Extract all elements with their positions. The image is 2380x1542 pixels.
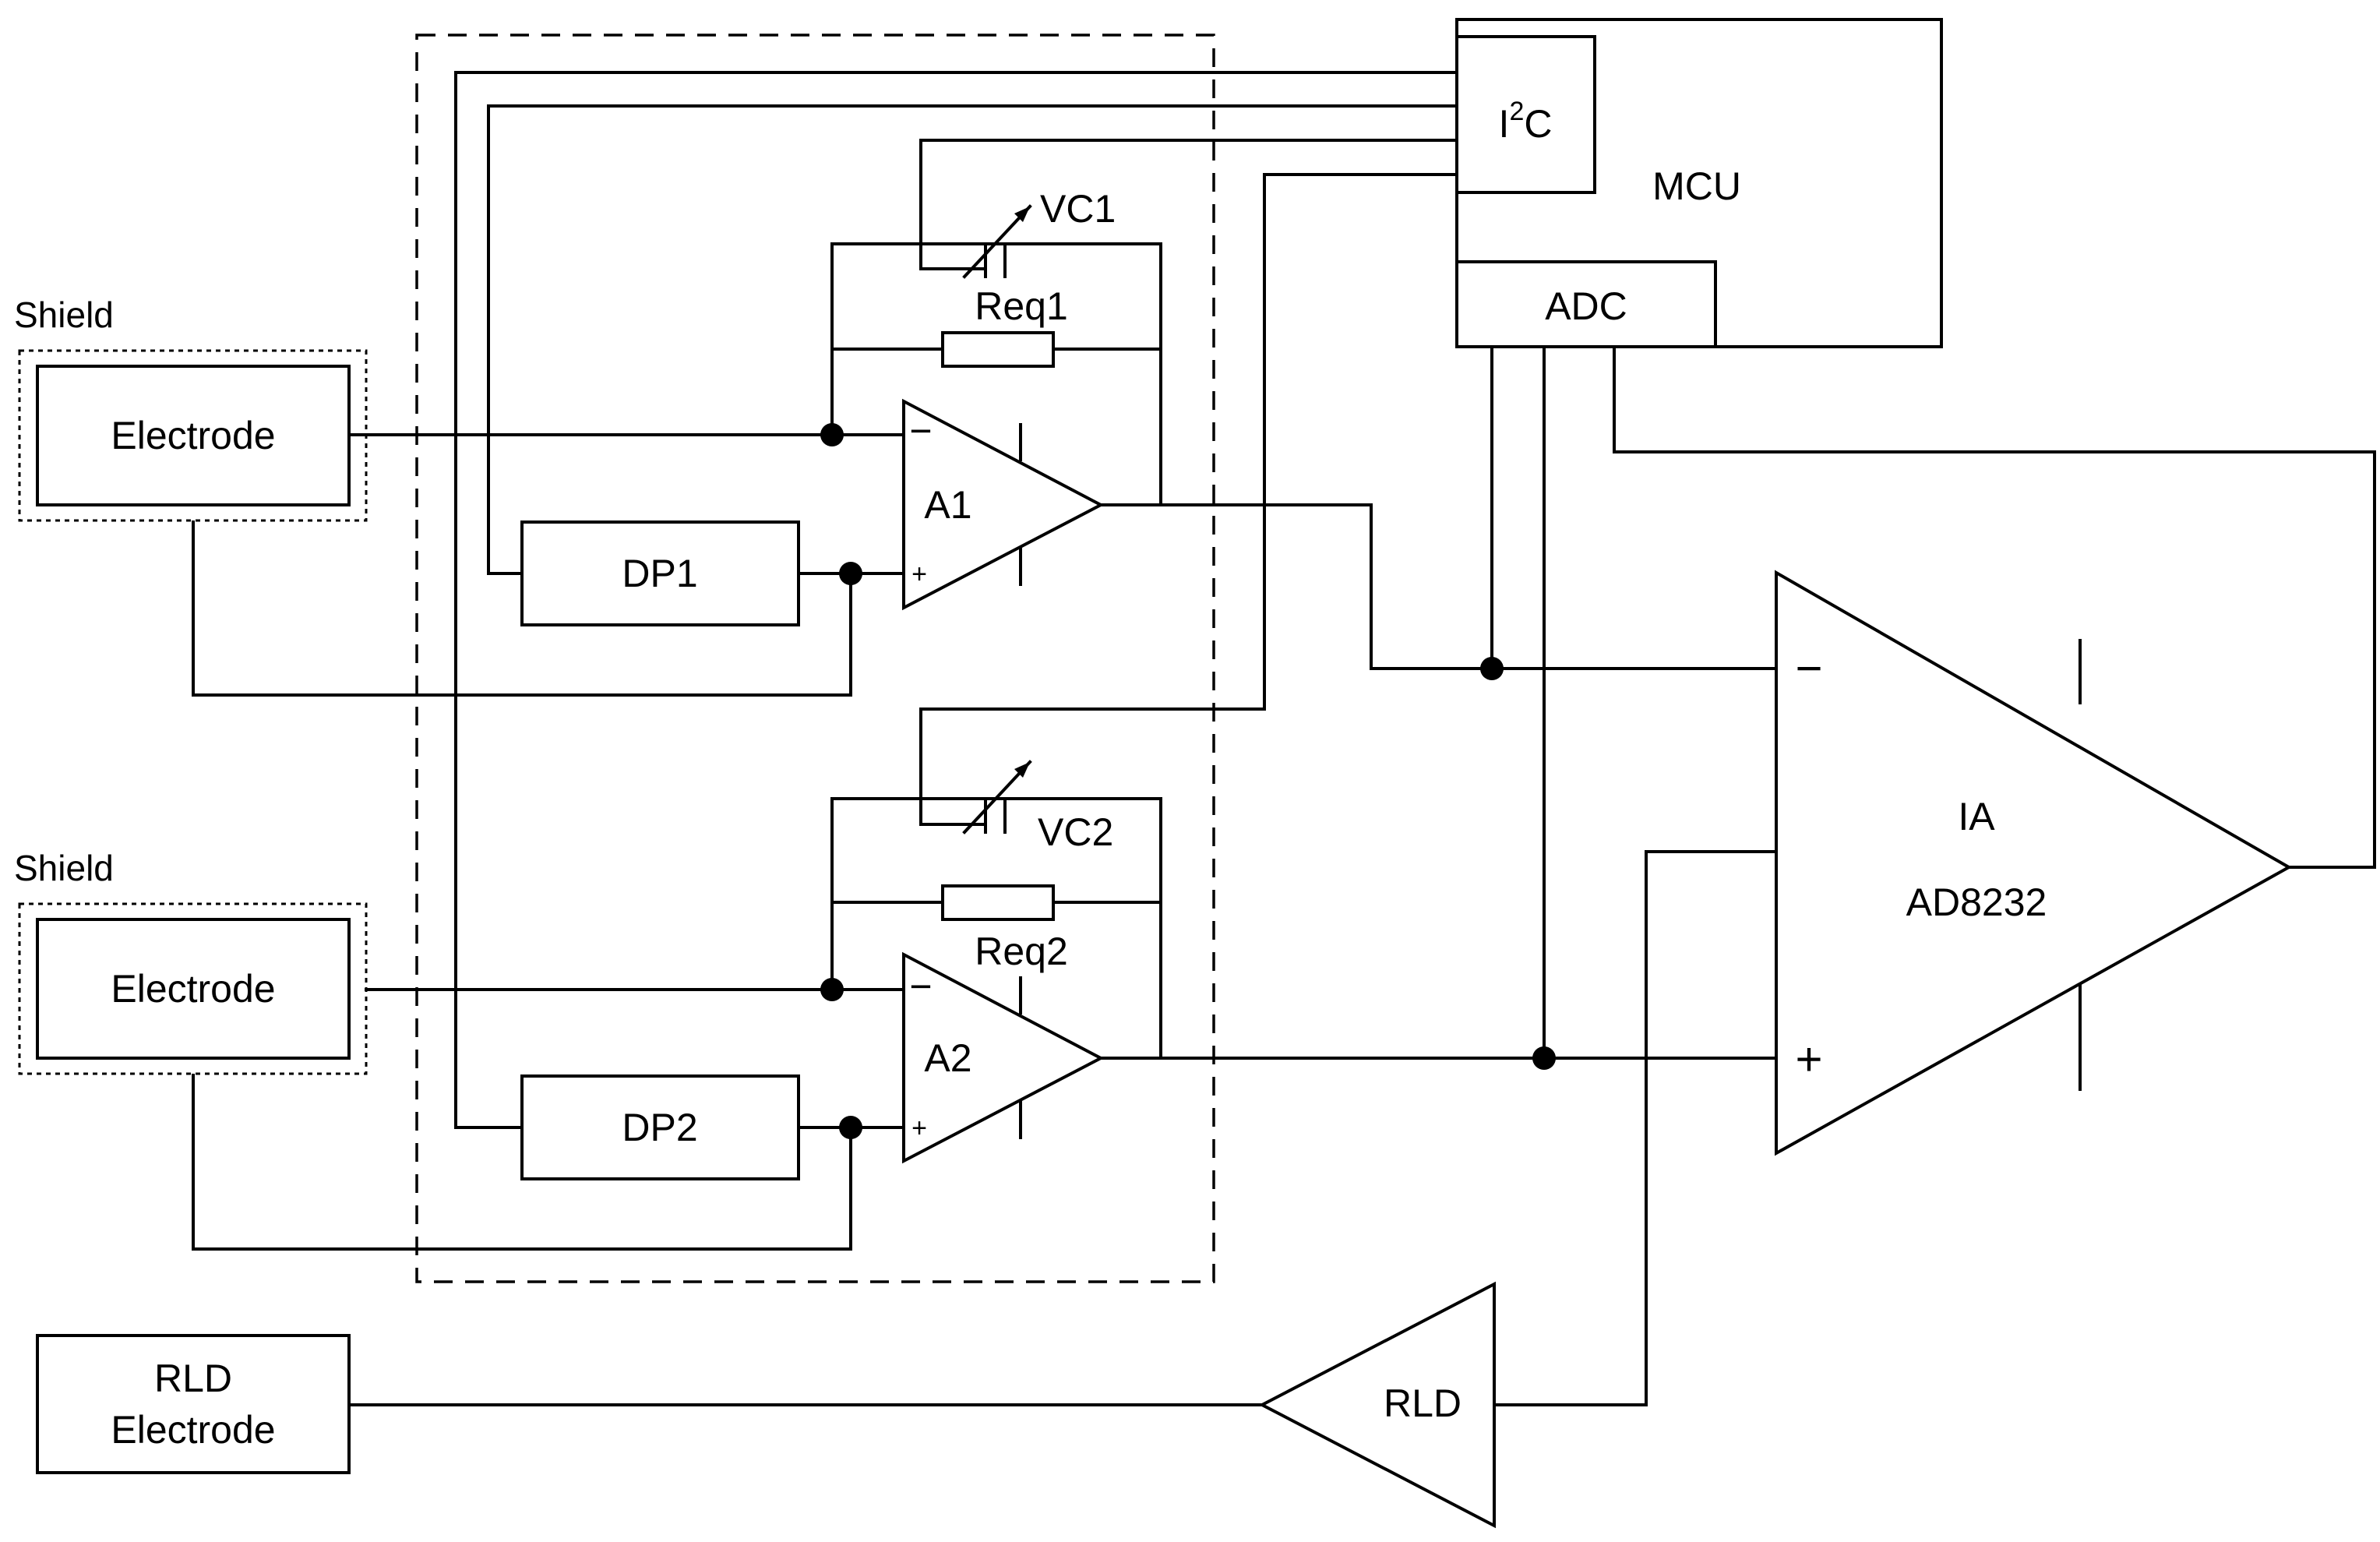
a2-minus-sign: − bbox=[909, 965, 932, 1008]
junctions bbox=[820, 423, 1556, 1139]
shield-2-label: Shield bbox=[14, 848, 114, 888]
ia-minus-sign: − bbox=[1795, 642, 1822, 694]
vc1-label: VC1 bbox=[1040, 187, 1116, 231]
resistor-req1 bbox=[941, 331, 1055, 368]
wire-i2c-vc1 bbox=[919, 139, 1458, 270]
wire-shield1-return bbox=[192, 520, 852, 697]
shield-1-label: Shield bbox=[14, 295, 114, 335]
rld-electrode-label-line2: Electrode bbox=[111, 1408, 275, 1452]
req2-label: Req2 bbox=[975, 930, 1068, 973]
labels: Shield Electrode Shield Electrode RLD El… bbox=[14, 97, 2047, 1452]
junction-dot bbox=[820, 978, 844, 1001]
opamp-a2 bbox=[902, 951, 1105, 1164]
wire-ia-ref-rld bbox=[1493, 850, 1778, 1406]
electrode-1-label: Electrode bbox=[111, 414, 275, 457]
a1-label: A1 bbox=[924, 483, 971, 527]
dp1-box bbox=[520, 520, 800, 626]
junction-dot bbox=[1480, 657, 1504, 680]
junction-dot bbox=[839, 1116, 862, 1139]
front-end-dashed-frame bbox=[415, 34, 1215, 1283]
ia-part-label: AD8232 bbox=[1906, 880, 2047, 924]
variable-capacitor-vc2 bbox=[957, 760, 1032, 835]
junction-dot bbox=[1532, 1046, 1556, 1070]
ia-plus-sign: + bbox=[1795, 1033, 1822, 1085]
a1-minus-sign: − bbox=[909, 409, 932, 453]
mcu-label: MCU bbox=[1652, 164, 1741, 208]
wire-a1-out bbox=[1099, 503, 1778, 670]
wire-i2c-vc2 bbox=[919, 173, 1458, 826]
electrode-1-box bbox=[36, 365, 351, 506]
a1-plus-sign: + bbox=[911, 559, 927, 589]
rld-amp-label: RLD bbox=[1384, 1381, 1461, 1425]
rld-electrode-box bbox=[36, 1334, 351, 1474]
variable-capacitor-vc1 bbox=[957, 204, 1032, 279]
a2-label: A2 bbox=[924, 1036, 971, 1080]
adc-label: ADC bbox=[1545, 284, 1627, 328]
dp2-box bbox=[520, 1074, 800, 1180]
rld-amplifier bbox=[1258, 1281, 1496, 1529]
opamp-a1 bbox=[902, 398, 1105, 611]
resistor-req2 bbox=[941, 884, 1055, 921]
i2c-label: I2C bbox=[1499, 97, 1553, 146]
wire-shield2-return bbox=[192, 1074, 852, 1251]
rld-electrode-label-line1: RLD bbox=[154, 1357, 232, 1400]
req1-label: Req1 bbox=[975, 284, 1068, 328]
instrumentation-amplifier-ia bbox=[1775, 570, 2293, 1156]
junction-dot bbox=[820, 423, 844, 446]
a2-plus-sign: + bbox=[911, 1113, 927, 1143]
electrode-2-label: Electrode bbox=[111, 967, 275, 1011]
shield-2 bbox=[18, 902, 368, 1075]
wire-i2c-dp1 bbox=[487, 104, 1458, 575]
dp1-label: DP1 bbox=[622, 552, 697, 595]
shield-1 bbox=[18, 349, 368, 522]
wire-ia-out-adc bbox=[1613, 345, 2376, 869]
junction-dot bbox=[839, 562, 862, 585]
vc2-label: VC2 bbox=[1038, 810, 1113, 854]
ia-label: IA bbox=[1958, 795, 1995, 838]
wire-i2c-dp2 bbox=[454, 71, 1458, 1129]
i2c-box bbox=[1455, 35, 1596, 194]
dp2-label: DP2 bbox=[622, 1106, 697, 1149]
electrode-2-box bbox=[36, 918, 351, 1060]
adc-box bbox=[1455, 260, 1717, 348]
